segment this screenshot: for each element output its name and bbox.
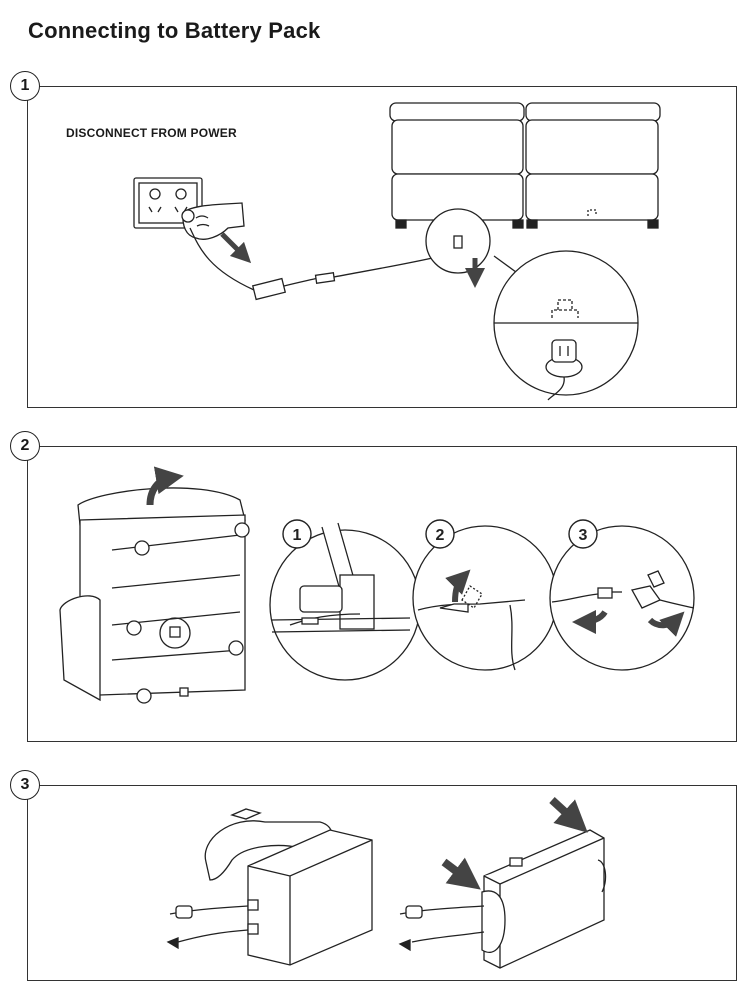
step-3-panel — [27, 785, 737, 981]
cable-connection-detail — [425, 208, 639, 401]
sub-step-2-label: 2 — [436, 527, 445, 544]
step-1-panel — [27, 86, 737, 408]
step-2-badge: 2 — [10, 431, 40, 461]
battery-pack-with-strap — [166, 808, 373, 966]
step-3-badge: 3 — [10, 770, 40, 800]
hand-unplugging — [181, 202, 245, 240]
sub-step-1-label: 1 — [293, 527, 302, 544]
battery-pack-strapped — [398, 829, 607, 969]
lift-arrow — [146, 466, 184, 506]
sofa-back-view — [389, 102, 661, 229]
push-arrow-left — [441, 857, 481, 890]
pull-left-arrow — [572, 609, 608, 634]
step-1-instruction: DISCONNECT FROM POWER — [66, 126, 237, 140]
page-title: Connecting to Battery Pack — [28, 18, 321, 43]
clip-arrow — [445, 569, 471, 603]
step-1-badge: 1 — [10, 71, 40, 101]
wall-outlet — [133, 177, 203, 229]
unplug-arrow — [220, 232, 252, 264]
push-arrow-top — [549, 797, 588, 833]
step-2-panel — [27, 446, 737, 742]
sofa-backrest-lifted — [59, 487, 250, 704]
sub-step-3-label: 3 — [579, 527, 588, 544]
pull-right-arrow — [647, 611, 685, 637]
separate-connectors — [549, 525, 695, 671]
lift-clip — [412, 525, 558, 671]
connector-detail — [269, 522, 421, 681]
